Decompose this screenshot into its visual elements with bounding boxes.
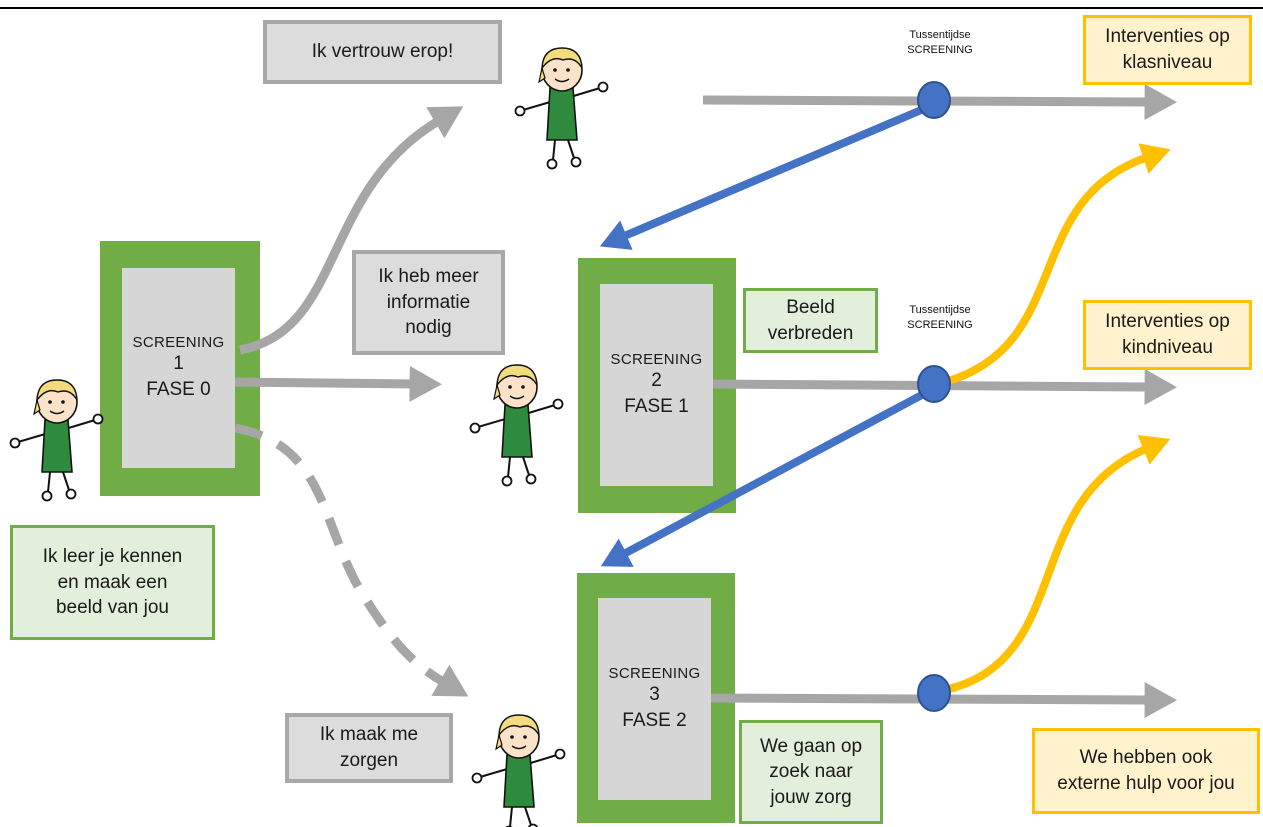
interim-node-middle	[917, 365, 951, 403]
screening-2-label: SCREENING	[610, 350, 703, 368]
screening-2-number: 2	[651, 369, 662, 391]
interim-node-top	[917, 81, 951, 119]
outcome-class-level: Interventies op klasniveau	[1083, 15, 1252, 85]
screening-3-number: 3	[649, 683, 660, 705]
message-trust: Ik vertrouw erop!	[263, 20, 502, 84]
screening-1: SCREENING 1 FASE 0	[122, 268, 235, 468]
screening-2: SCREENING 2 FASE 1	[600, 284, 713, 486]
child-figure-icon	[469, 364, 564, 487]
blue-arrow-to-screening-2	[599, 101, 935, 250]
interim-top-line2: SCREENING	[907, 43, 973, 56]
screening-1-number: 1	[173, 352, 184, 374]
screening-3: SCREENING 3 FASE 2	[598, 598, 711, 800]
message-broaden: Beeld verbreden	[743, 288, 878, 353]
arrow-to-trust	[239, 106, 464, 355]
child-figure-icon	[9, 379, 104, 502]
yellow-arrow-class-level	[943, 143, 1171, 386]
interim-middle-line1: Tussentijdse	[909, 304, 971, 316]
message-get-to-know: Ik leer je kennen en maak een beeld van …	[10, 525, 215, 640]
interim-top-line1: Tussentijdse	[909, 29, 971, 41]
arrow-to-more-info	[231, 365, 442, 402]
screening-3-label: SCREENING	[608, 664, 701, 682]
message-worry: Ik maak me zorgen	[285, 713, 453, 783]
interim-screening-label-middle: Tussentijdse SCREENING	[880, 303, 1000, 333]
outcome-external-help: We hebben ook externe hulp voor jou	[1032, 728, 1260, 814]
child-figure-icon	[514, 47, 609, 170]
screening-2-phase: FASE 1	[624, 395, 689, 417]
yellow-arrow-child-level	[944, 434, 1171, 694]
interim-middle-line2: SCREENING	[907, 318, 973, 331]
interim-screening-label-top: Tussentijdse SCREENING	[880, 28, 1000, 58]
arrow-to-worry-dashed	[234, 423, 469, 697]
message-search-care: We gaan op zoek naar jouw zorg	[739, 720, 883, 824]
screening-3-phase: FASE 2	[622, 709, 687, 731]
top-rule	[0, 7, 1263, 9]
blue-arrow-to-screening-3	[600, 385, 935, 567]
screening-1-label: SCREENING	[132, 333, 225, 351]
screening-1-phase: FASE 0	[146, 378, 211, 400]
interim-node-bottom	[917, 674, 951, 712]
message-more-info: Ik heb meer informatie nodig	[352, 250, 505, 355]
outcome-child-level: Interventies op kindniveau	[1083, 300, 1252, 370]
child-figure-icon	[471, 714, 566, 827]
